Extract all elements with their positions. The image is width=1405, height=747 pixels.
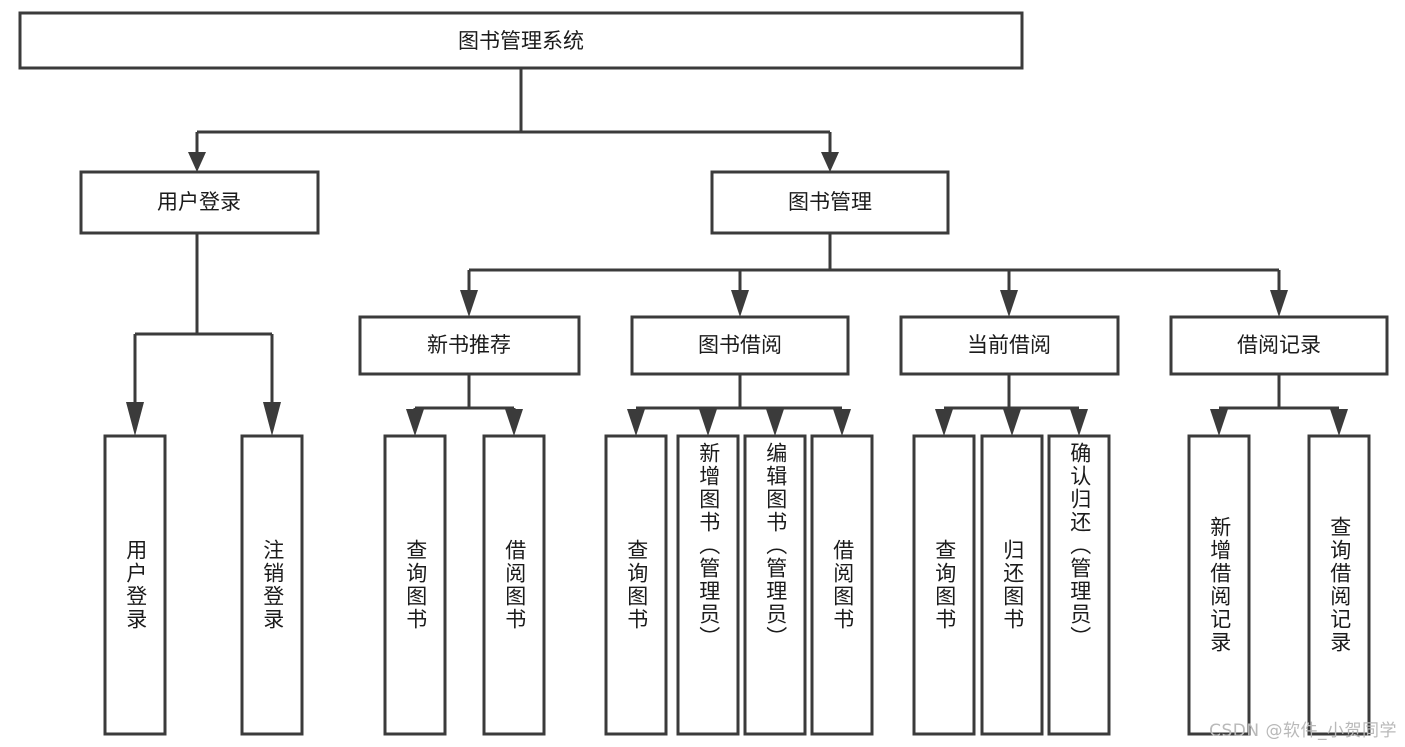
node-new-book-recommend[interactable]: 新书推荐 [358, 315, 581, 376]
arrow-head-leaf-12 [1210, 409, 1228, 436]
node-new-book-recommend-label: 新书推荐 [427, 333, 511, 357]
node-user-login-box[interactable] [79, 170, 320, 235]
node-current-borrow-label: 当前借阅 [967, 333, 1051, 357]
watermark-text: CSDN @软件_小贺同学 [1209, 721, 1397, 741]
arrow-head-leaf-1 [126, 402, 144, 436]
node-book-management-box[interactable] [710, 170, 950, 235]
arrow-head-leaf-2 [263, 402, 281, 436]
arrow-head-new-book [460, 290, 478, 317]
leaf-box-edit-book-admin[interactable] [743, 434, 807, 736]
arrow-head-leaf-3 [406, 409, 424, 436]
leaf-box-query-book-borrow[interactable] [604, 434, 668, 736]
arrow-head-user-login [188, 152, 206, 172]
node-book-borrow[interactable]: 图书借阅 [630, 315, 850, 376]
connector-layer [126, 68, 1348, 436]
arrow-head-leaf-7 [766, 409, 784, 436]
node-root[interactable]: 图书管理系统 [18, 11, 1024, 70]
leaf-box-borrow-book-new[interactable] [482, 434, 546, 736]
arrow-head-leaf-13 [1330, 409, 1348, 436]
arrow-head-leaf-10 [1003, 409, 1021, 436]
arrow-head-leaf-6 [699, 409, 717, 436]
node-book-management[interactable]: 图书管理 [710, 170, 950, 235]
leaf-box-layer [103, 434, 1371, 736]
arrow-head-leaf-5 [627, 409, 645, 436]
node-book-borrow-box[interactable] [630, 315, 850, 376]
arrow-head-current [1000, 290, 1018, 317]
node-book-borrow-label: 图书借阅 [698, 333, 782, 357]
node-root-box[interactable] [18, 11, 1024, 70]
leaf-box-confirm-return-admin[interactable] [1047, 434, 1111, 736]
node-user-login-label: 用户登录 [157, 190, 241, 214]
arrow-head-leaf-8 [833, 409, 851, 436]
node-current-borrow-box[interactable] [899, 315, 1120, 376]
node-new-book-recommend-box[interactable] [358, 315, 581, 376]
leaf-box-logout[interactable] [240, 434, 304, 736]
arrow-head-record [1270, 290, 1288, 317]
arrow-head-leaf-4 [505, 409, 523, 436]
leaf-box-borrow-book[interactable] [810, 434, 874, 736]
arrow-head-book-mgmt [821, 152, 839, 172]
leaf-box-add-book-admin[interactable] [676, 434, 740, 736]
arrow-head-borrow [731, 290, 749, 317]
leaf-box-query-borrow-record[interactable] [1307, 434, 1371, 736]
leaf-box-return-book[interactable] [980, 434, 1044, 736]
node-current-borrow[interactable]: 当前借阅 [899, 315, 1120, 376]
node-borrow-record-label: 借阅记录 [1237, 333, 1321, 357]
node-book-management-label: 图书管理 [788, 190, 872, 214]
leaf-box-user-login[interactable] [103, 434, 167, 736]
node-borrow-record[interactable]: 借阅记录 [1169, 315, 1389, 376]
node-user-login[interactable]: 用户登录 [79, 170, 320, 235]
leaf-box-query-book-current[interactable] [912, 434, 976, 736]
arrow-head-leaf-11 [1070, 409, 1088, 436]
leaf-box-add-borrow-record[interactable] [1187, 434, 1251, 736]
leaf-box-query-book-new[interactable] [383, 434, 447, 736]
arrow-head-leaf-9 [935, 409, 953, 436]
node-root-label: 图书管理系统 [458, 29, 584, 53]
node-borrow-record-box[interactable] [1169, 315, 1389, 376]
